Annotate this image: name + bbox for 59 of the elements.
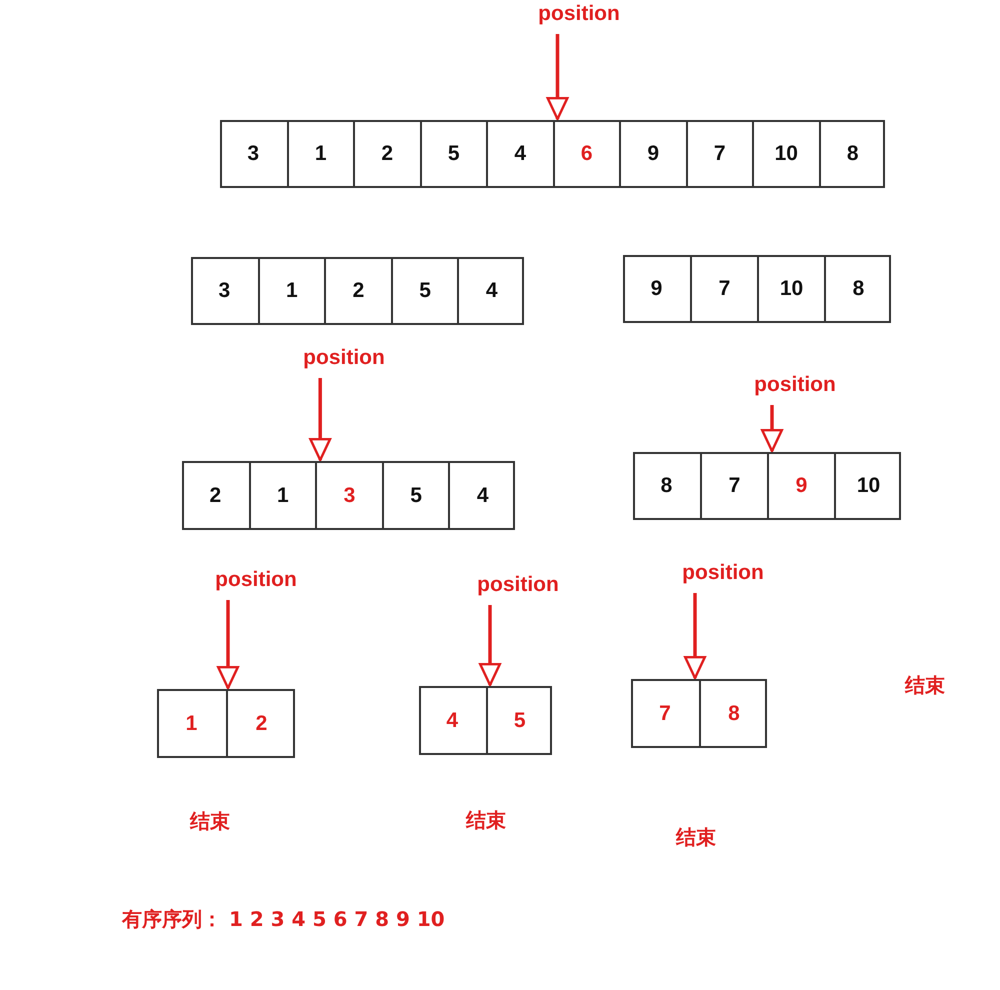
- cell-number: 4: [446, 708, 458, 732]
- down-arrow: [216, 600, 240, 690]
- position-label: position: [538, 2, 620, 26]
- end-label: 结束: [466, 807, 506, 834]
- cell-number: 5: [410, 484, 422, 508]
- array-row: [182, 461, 515, 530]
- cell-number: 1: [286, 279, 298, 303]
- cell-number: 1: [314, 142, 327, 166]
- cell-number: 3: [218, 279, 230, 303]
- down-arrow: [684, 593, 706, 680]
- cell-number: 9: [647, 142, 660, 166]
- cell-number: 3: [247, 142, 260, 166]
- cell-number: 2: [381, 142, 394, 166]
- cell-number: 3: [344, 484, 356, 508]
- array-row: [633, 452, 901, 520]
- cell-number: 6: [580, 142, 593, 166]
- cell-number: 4: [476, 484, 489, 508]
- cell-number: 8: [728, 702, 740, 726]
- cell-number: 1: [277, 484, 289, 508]
- position-label: position: [754, 373, 836, 397]
- position-label: position: [682, 561, 764, 585]
- cell-number: 7: [659, 702, 671, 726]
- cell-number: 8: [660, 474, 672, 498]
- cell-number: 10: [774, 142, 798, 166]
- array-row: [220, 120, 885, 188]
- cell-number: 4: [486, 279, 498, 303]
- end-label: 结束: [676, 824, 716, 851]
- cell-number: 7: [728, 474, 740, 498]
- position-label: position: [477, 573, 559, 597]
- array-row: [191, 257, 524, 325]
- cell-number: 9: [796, 474, 808, 498]
- cell-number: 4: [514, 142, 526, 166]
- cell-number: 8: [846, 142, 859, 166]
- cell-number: 5: [419, 279, 431, 303]
- position-label: position: [303, 346, 385, 370]
- down-arrow: [546, 34, 569, 120]
- position-label: position: [215, 568, 297, 592]
- cell-number: 2: [352, 279, 364, 303]
- cell-number: 5: [448, 142, 460, 166]
- cell-number: 10: [856, 474, 880, 498]
- array-row: [419, 686, 552, 755]
- sorted-sequence-note: 有序序列： 1 2 3 4 5 6 7 8 9 10: [122, 906, 445, 933]
- down-arrow: [760, 405, 784, 452]
- array-row: [623, 255, 891, 323]
- array-row: [631, 679, 767, 748]
- cell-number: 9: [650, 277, 662, 301]
- array-row: [157, 689, 295, 758]
- cell-number: 7: [714, 142, 726, 166]
- down-arrow: [478, 605, 502, 686]
- end-label: 结束: [905, 672, 945, 699]
- cell-number: 10: [780, 277, 804, 301]
- down-arrow: [309, 378, 332, 462]
- cell-number: 8: [852, 277, 864, 301]
- end-label: 结束: [190, 808, 230, 835]
- cell-number: 5: [514, 708, 526, 732]
- cell-number: 7: [718, 277, 730, 301]
- cell-number: 2: [256, 712, 268, 736]
- cell-number: 2: [209, 484, 222, 508]
- cell-number: 1: [186, 712, 198, 736]
